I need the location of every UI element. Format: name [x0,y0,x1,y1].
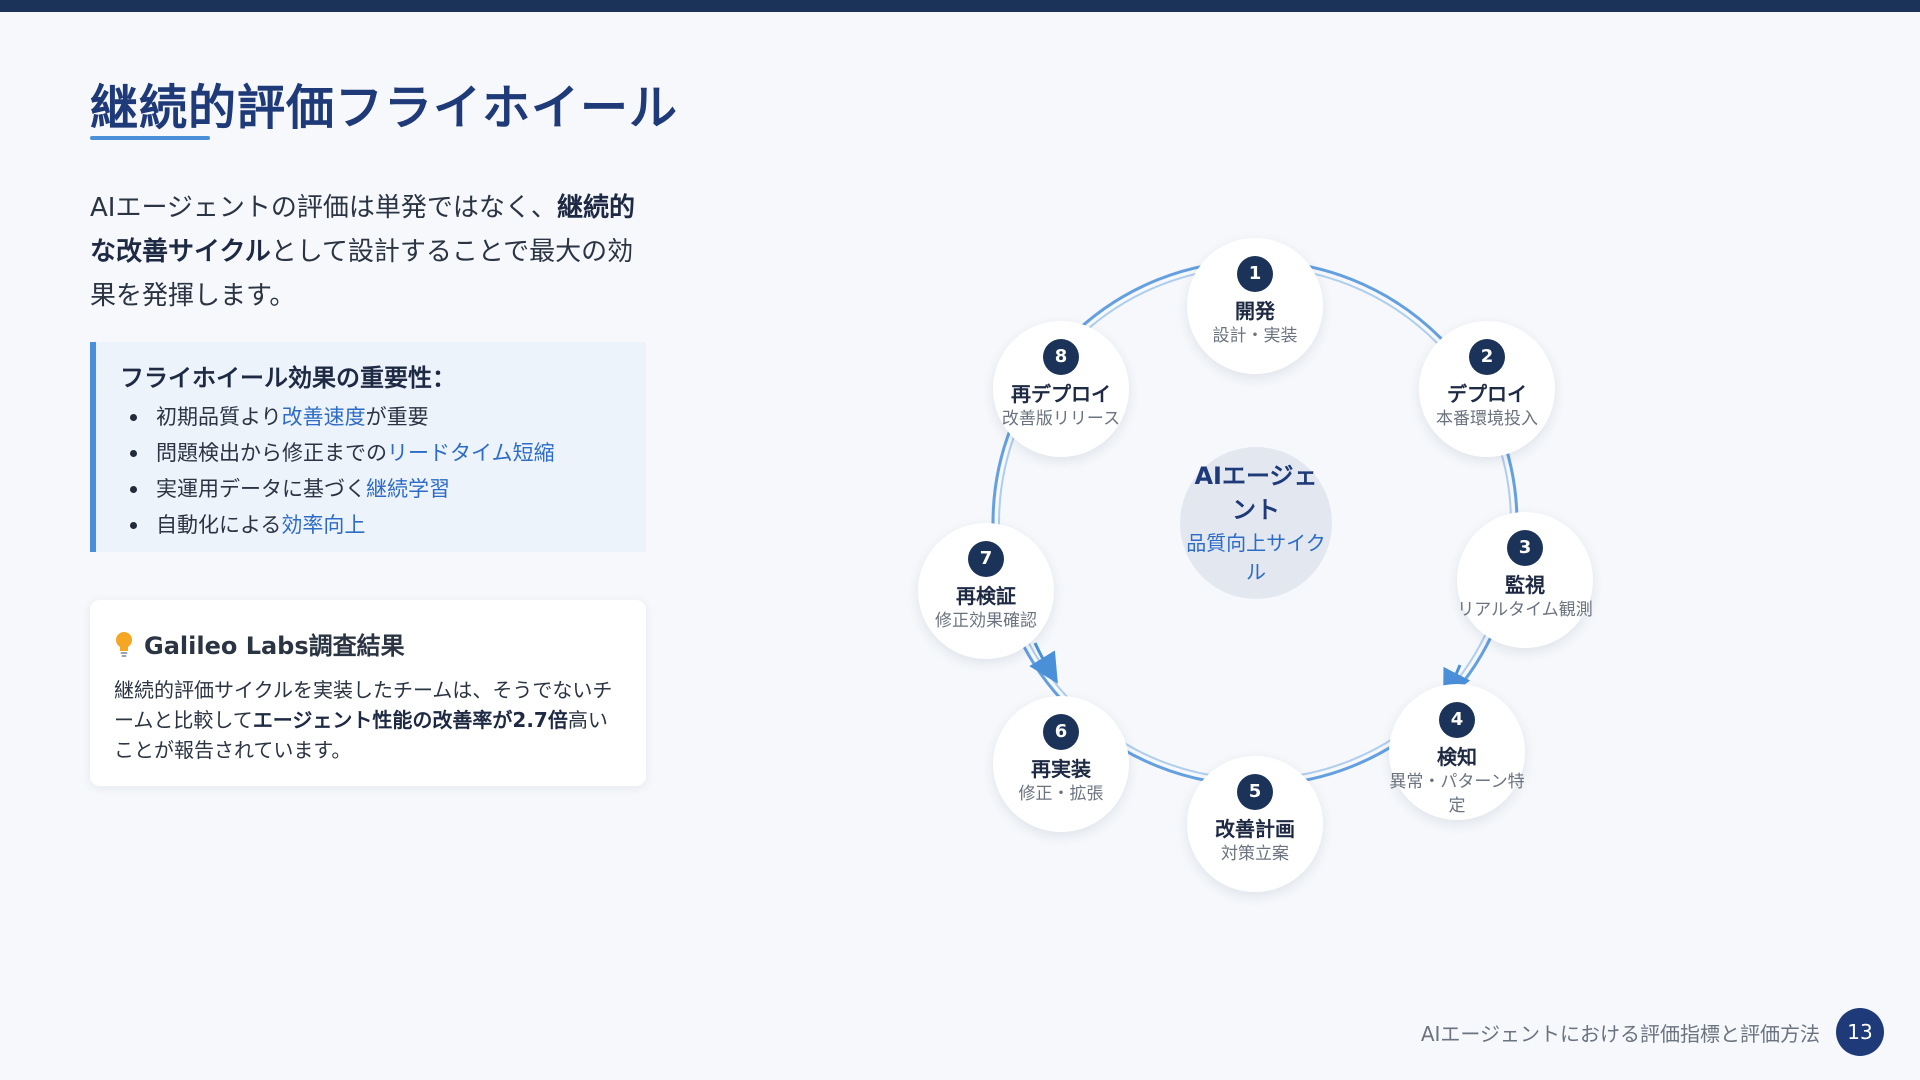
step-number: 2 [1469,339,1505,375]
importance-box: フライホイール効果の重要性： 初期品質より改善速度が重要 問題検出から修正までの… [90,342,646,552]
step-subtitle: 設計・実装 [1212,326,1298,346]
item-highlight: リードタイム短縮 [387,441,555,465]
importance-item: 自動化による効率向上 [120,507,646,543]
item-highlight: 改善速度 [281,405,366,429]
finding-header: Galileo Labs調査結果 [114,626,622,661]
lightbulb-icon [116,631,132,657]
step-number: 5 [1237,774,1273,810]
step-title: 監視 [1505,573,1545,597]
finding-title: Galileo Labs調査結果 [144,632,405,660]
finding-text-2: 高いことが報告されています。 [114,708,608,762]
item-highlight: 効率向上 [281,513,366,537]
center-title: AIエージェント [1194,462,1318,524]
step-subtitle: 本番環境投入 [1436,409,1538,429]
step-title: 再デプロイ [1011,382,1111,406]
step-title: 改善計画 [1215,817,1295,841]
item-text: 自動化による [156,513,282,537]
step-subtitle: 修正効果確認 [935,611,1037,631]
finding-text-bold: エージェント性能の改善率が2.7倍 [252,708,568,732]
step-title: デプロイ [1447,382,1527,406]
item-highlight: 継続学習 [366,477,450,501]
item-text: が重要 [365,405,429,429]
step-title: 再検証 [956,584,1016,608]
cycle-center: AIエージェント 品質向上サイクル [1180,447,1332,599]
importance-item: 初期品質より改善速度が重要 [120,399,646,435]
finding-text-1: 継続的評価サイクルを実装したチームは、そうでないチームと比較して [114,678,613,732]
footer-title: AIエージェントにおける評価指標と評価方法 [1420,1022,1820,1046]
step-subtitle: 異常・パターン特定 [1389,772,1525,816]
item-text: 初期品質より [156,405,282,429]
cycle-step-plan: 5 改善計画 対策立案 [1187,756,1323,892]
title-underline [90,136,210,140]
page-number: 13 [1836,1008,1884,1056]
step-subtitle: 改善版リリース [1001,409,1121,429]
step-number: 3 [1507,530,1543,566]
cycle-step-detect: 4 検知 異常・パターン特定 [1389,684,1525,820]
flywheel-diagram: AIエージェント 品質向上サイクル 1 開発 設計・実装 2 デプロイ 本番環境… [900,225,1610,925]
step-subtitle: リアルタイム観測 [1457,600,1593,620]
cycle-step-monitor: 3 監視 リアルタイム観測 [1457,512,1593,648]
intro-text-2: として設計することで最大の効果を発揮します。 [90,237,634,311]
importance-item: 問題検出から修正までのリードタイム短縮 [120,435,646,471]
item-text: 問題検出から修正までの [156,441,387,465]
step-title: 検知 [1437,745,1477,769]
item-text: 実運用データに基づく [156,477,366,501]
intro-text-1: AIエージェントの評価は単発ではなく、 [90,193,557,223]
step-number: 1 [1237,256,1273,292]
step-number: 7 [968,541,1004,577]
intro-paragraph: AIエージェントの評価は単発ではなく、継続的な改善サイクルとして設計することで最… [90,186,650,318]
cycle-step-redeploy: 8 再デプロイ 改善版リリース [993,321,1129,457]
importance-title: フライホイール効果の重要性： [120,364,456,392]
step-subtitle: 修正・拡張 [1018,784,1104,804]
intro-bold: 継続的な改善サイクル [90,193,635,267]
top-accent-bar [0,0,1920,12]
finding-card: Galileo Labs調査結果 継続的評価サイクルを実装したチームは、そうでな… [90,600,646,786]
importance-item: 実運用データに基づく継続学習 [120,471,646,507]
page-title: 継続的評価フライホイール [90,80,679,136]
cycle-step-deploy: 2 デプロイ 本番環境投入 [1419,321,1555,457]
importance-list: 初期品質より改善速度が重要 問題検出から修正までのリードタイム短縮 実運用データ… [120,399,646,543]
cycle-step-develop: 1 開発 設計・実装 [1187,238,1323,374]
finding-text: 継続的評価サイクルを実装したチームは、そうでないチームと比較してエージェント性能… [114,675,622,765]
step-title: 再実装 [1031,757,1091,781]
center-subtitle: 品質向上サイクル [1186,531,1326,584]
step-number: 6 [1043,714,1079,750]
cycle-step-reverify: 7 再検証 修正効果確認 [918,523,1054,659]
step-subtitle: 対策立案 [1221,844,1289,864]
cycle-step-reimplement: 6 再実装 修正・拡張 [993,696,1129,832]
arrow-6-7 [1029,642,1058,684]
step-number: 8 [1043,339,1079,375]
step-number: 4 [1439,702,1475,738]
step-title: 開発 [1235,299,1275,323]
